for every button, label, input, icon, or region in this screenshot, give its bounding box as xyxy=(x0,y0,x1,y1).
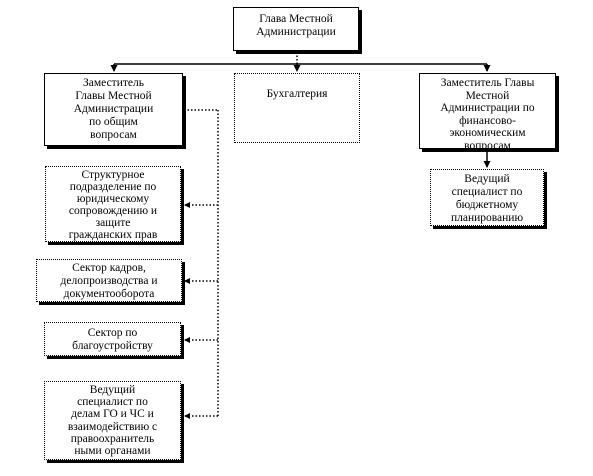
legal-unit-box: Структурное подразделение по юридическом… xyxy=(45,166,181,242)
head-box: Глава Местной Администрации xyxy=(233,7,359,51)
deputy-general-box: Заместитель Главы Местной Администрации … xyxy=(44,73,183,146)
budget-specialist-box: Ведущий специалист по бюджетному планиро… xyxy=(430,169,544,226)
accounting-box: Бухгалтерия xyxy=(234,73,360,143)
deputy-finance-box: Заместитель Главы Местной Администрации … xyxy=(419,73,556,149)
civil-defense-specialist-box: Ведущий специалист по делам ГО и ЧС и вз… xyxy=(44,381,181,460)
improvement-sector-box: Сектор по благоустройству xyxy=(44,322,181,356)
hr-sector-box: Сектор кадров, делопроизводства и докуме… xyxy=(36,259,182,302)
